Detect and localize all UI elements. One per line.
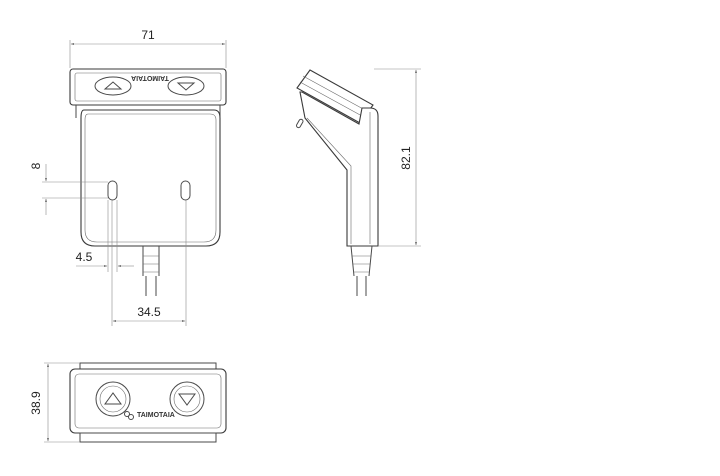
front-brand-text: TAIMOTAIA (131, 74, 169, 81)
triangle-down-icon (178, 393, 196, 406)
dim-slot-offset: 4.5 (76, 200, 134, 272)
front-body (80, 109, 221, 247)
front-slot-left (107, 180, 118, 201)
bottom-up-button (95, 381, 131, 417)
dim-width-top: 71 (69, 28, 227, 68)
dim-depth-bottom-label: 38.9 (29, 391, 43, 415)
front-head-inner (74, 72, 222, 102)
front-down-button (94, 76, 132, 96)
front-cable-boot (142, 246, 160, 276)
dim-height-side-label: 82.1 (399, 146, 413, 170)
logo-icon (124, 411, 134, 420)
front-head (69, 68, 227, 106)
front-up-button (167, 76, 205, 96)
bottom-lower-lip (79, 432, 217, 443)
side-view (296, 69, 379, 296)
dim-slot-height-label: 8 (29, 162, 43, 169)
dim-depth-bottom: 38.9 (29, 362, 80, 443)
front-cable (145, 276, 157, 296)
bottom-down-button (169, 381, 205, 417)
side-slot (296, 118, 304, 129)
triangle-up-icon (103, 81, 123, 90)
triangle-up-icon (104, 392, 122, 405)
dim-width-top-label: 71 (141, 28, 155, 42)
side-cable-boot (350, 245, 373, 277)
front-view: TAIMOTAIA (69, 68, 227, 296)
front-body-inner (84, 113, 217, 243)
bottom-head (69, 368, 227, 434)
dim-slot-spacing-label: 34.5 (137, 305, 161, 319)
dim-height-side: 82.1 (374, 68, 421, 247)
side-cable (356, 276, 367, 296)
dim-slot-height: 8 (29, 162, 108, 215)
bottom-view: TAIMOTAIA (69, 362, 227, 443)
triangle-down-icon (176, 82, 196, 91)
dim-slot-spacing: 34.5 (111, 200, 187, 326)
front-slot-right (180, 180, 191, 201)
bottom-brand-text: TAIMOTAIA (137, 412, 175, 419)
side-body (299, 91, 379, 247)
dim-slot-offset-label: 4.5 (76, 250, 93, 264)
